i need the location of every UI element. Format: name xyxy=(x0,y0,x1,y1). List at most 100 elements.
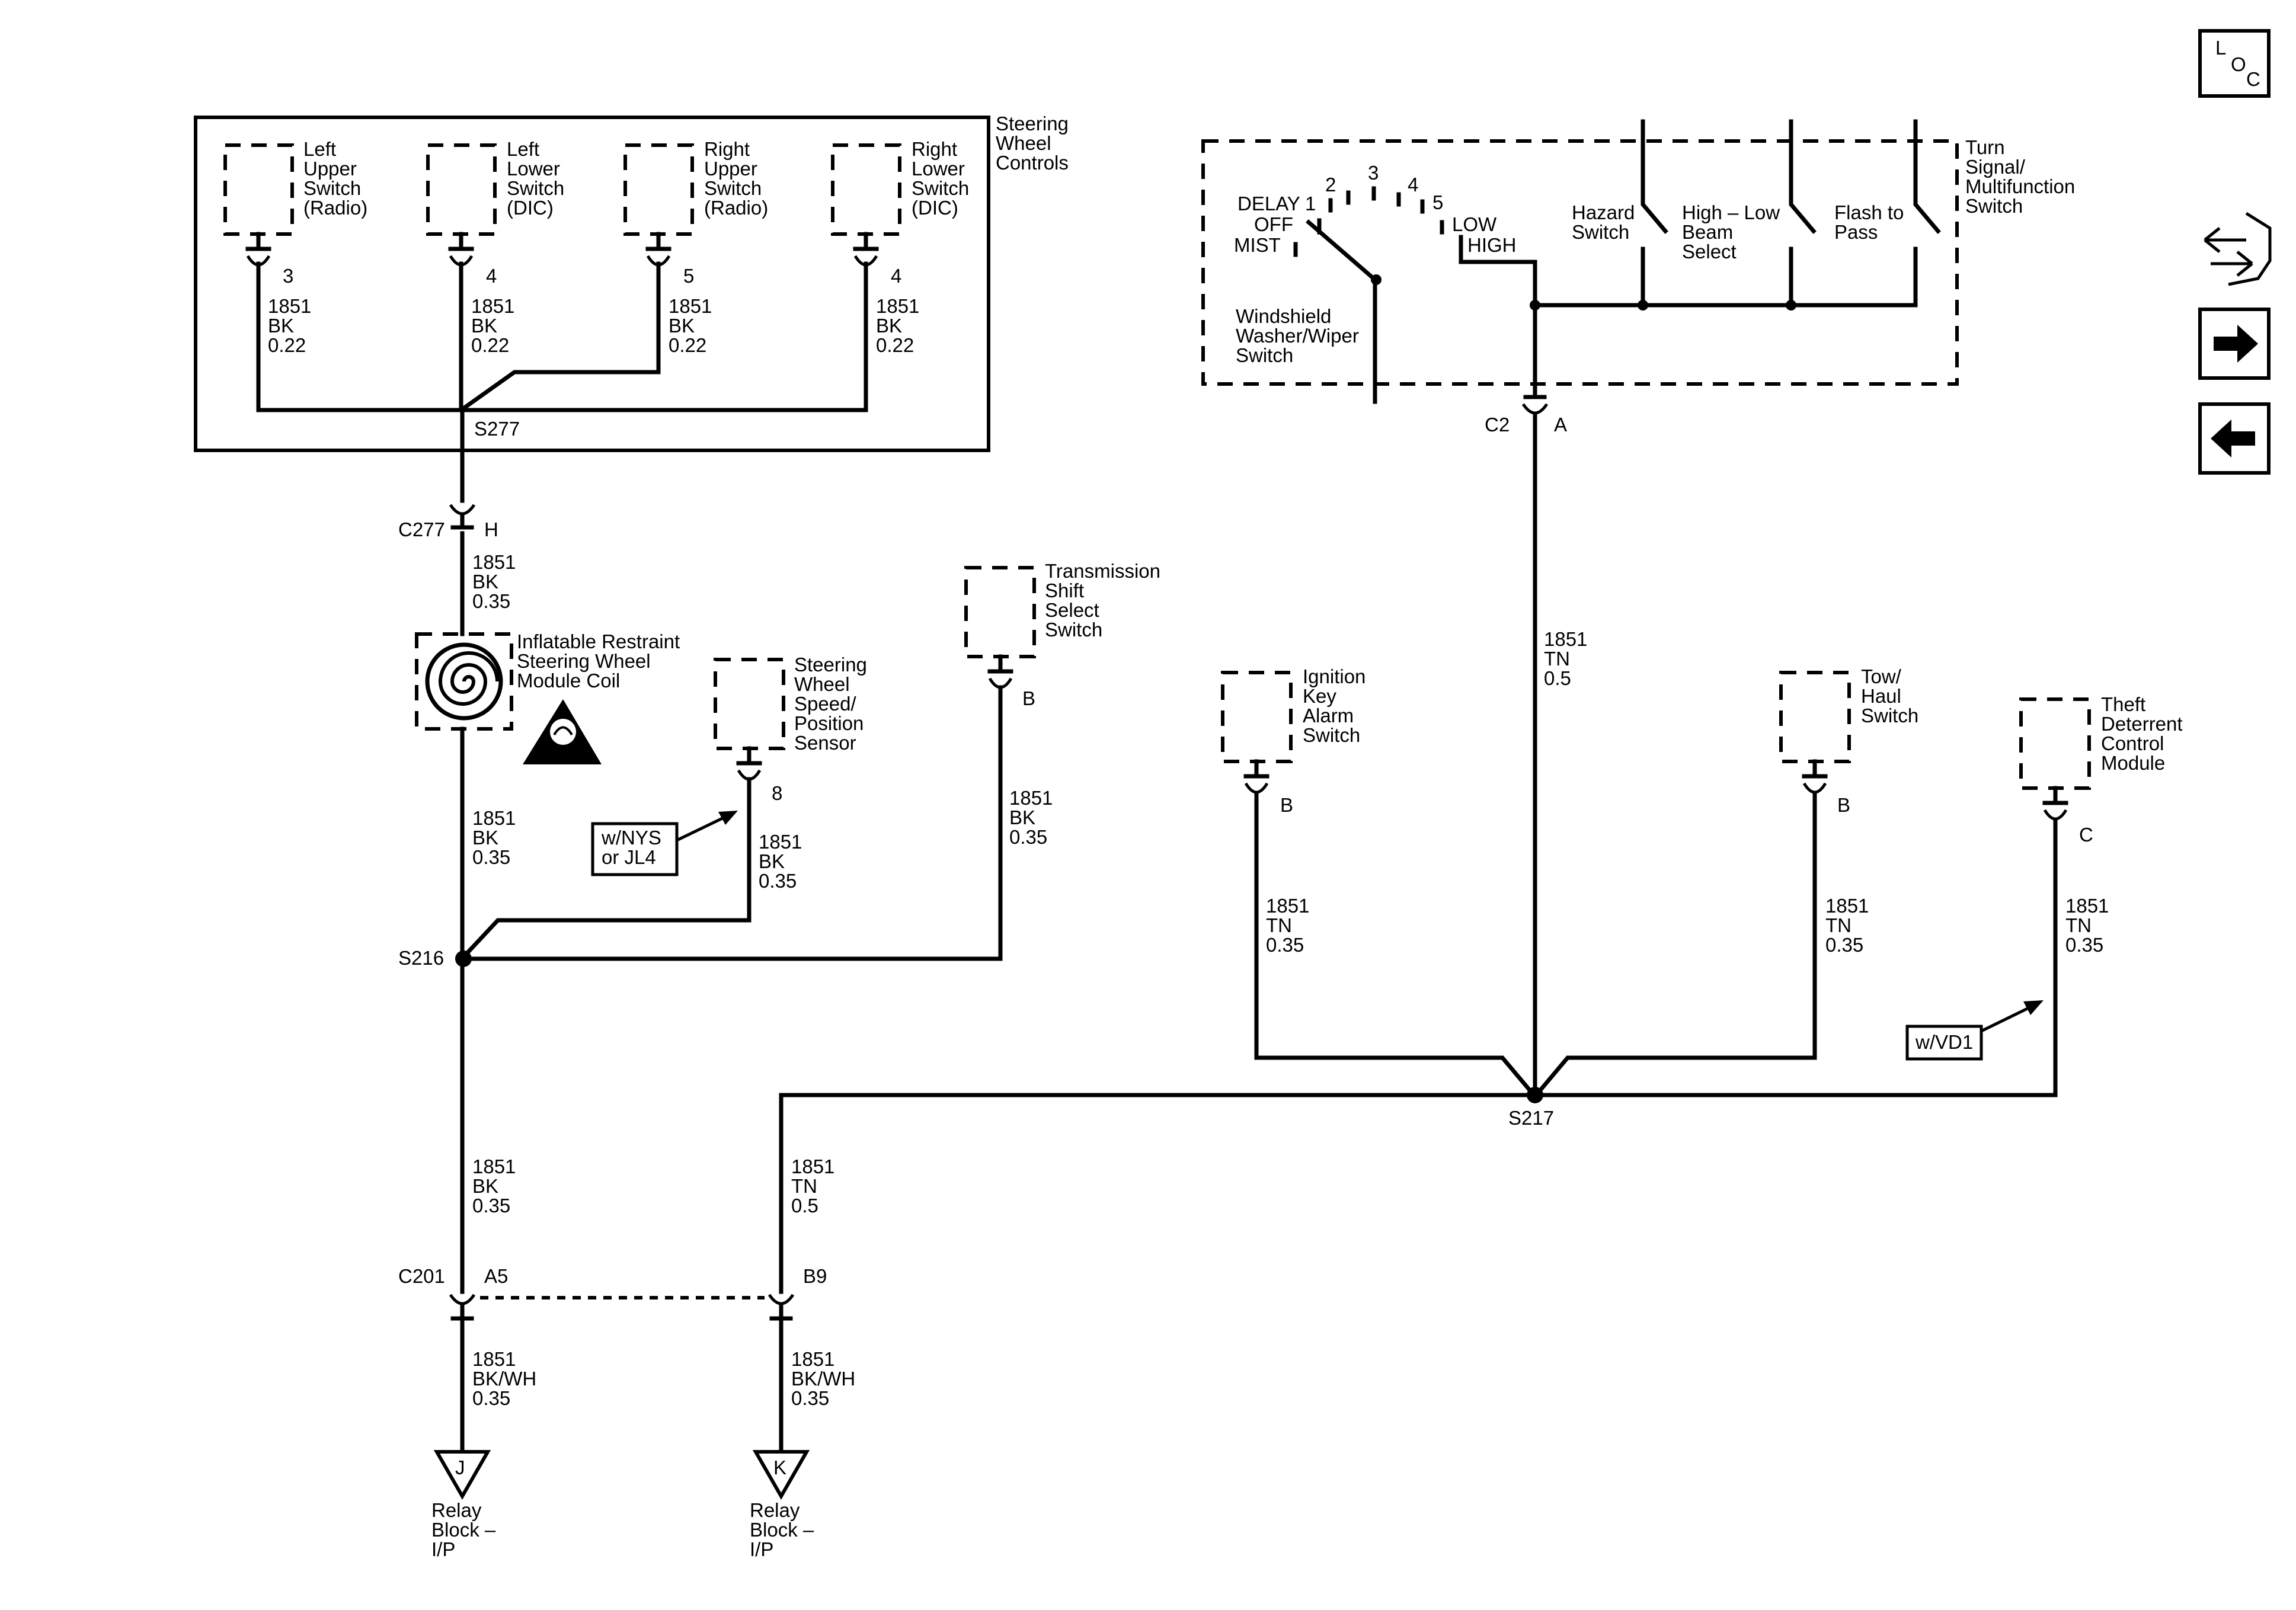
pin-label: B xyxy=(1022,687,1035,709)
coil-label: Inflatable Restraint Steering Wheel Modu… xyxy=(517,630,680,692)
pin-label: A xyxy=(1554,414,1567,436)
svg-text:Switch: Switch xyxy=(1572,221,1629,243)
svg-text:1851: 1851 xyxy=(1825,895,1869,917)
theft-deterrent-module xyxy=(2019,697,2091,821)
svg-text:Left: Left xyxy=(507,138,539,160)
svg-text:BK: BK xyxy=(759,850,785,872)
svg-text:(DIC): (DIC) xyxy=(912,197,958,219)
hazard-switch xyxy=(1638,119,1668,311)
svg-text:0.35: 0.35 xyxy=(1009,826,1047,848)
transmission-shift-switch xyxy=(964,566,1036,658)
svg-text:Module: Module xyxy=(2101,752,2165,774)
svg-text:4: 4 xyxy=(1408,174,1418,196)
relay-block-j-label: Relay Block – I/P xyxy=(431,1499,496,1560)
svg-text:0.22: 0.22 xyxy=(268,334,306,356)
wire-label: 1851 BK 0.35 xyxy=(1009,787,1053,848)
connector-c2 xyxy=(1521,382,1549,415)
svg-text:1851: 1851 xyxy=(472,1156,516,1177)
connector-swap-icon[interactable] xyxy=(2204,212,2272,286)
connector xyxy=(736,746,762,781)
svg-text:K: K xyxy=(773,1457,786,1478)
wire-label: 1851 BK 0.35 xyxy=(472,1156,516,1217)
splice-s217 xyxy=(1527,1087,1543,1103)
svg-text:w/NYS: w/NYS xyxy=(601,827,661,849)
svg-text:0.22: 0.22 xyxy=(471,334,509,356)
svg-text:Block –: Block – xyxy=(431,1519,496,1541)
svg-text:Steering Wheel: Steering Wheel xyxy=(517,650,651,672)
svg-text:0.5: 0.5 xyxy=(791,1195,818,1217)
hazard-switch-label: Hazard Switch xyxy=(1572,201,1635,243)
connector-c277 xyxy=(449,504,476,530)
loc-letter-c: C xyxy=(2246,68,2260,90)
left-lower-switch: Left Lower Switch (DIC) xyxy=(426,138,564,236)
svg-text:(Radio): (Radio) xyxy=(303,197,367,219)
svg-text:Haul: Haul xyxy=(1861,685,1901,707)
svg-text:TN: TN xyxy=(791,1175,817,1197)
wire xyxy=(1254,792,1537,1098)
svg-text:0.35: 0.35 xyxy=(472,846,510,868)
svg-text:or JL4: or JL4 xyxy=(602,846,656,868)
loc-button[interactable]: L O C xyxy=(2198,29,2271,98)
relay-block-k-terminal: K xyxy=(752,1450,810,1500)
steering-wheel-controls-title: Steering Wheel Controls xyxy=(996,113,1069,174)
wire xyxy=(460,685,1003,961)
svg-text:w/VD1: w/VD1 xyxy=(1915,1031,1973,1053)
wire-label: 1851 BK/WH 0.35 xyxy=(791,1348,855,1409)
wire-label: 1851 BK 0.22 xyxy=(268,295,311,356)
prev-page-button[interactable] xyxy=(2198,402,2271,475)
ignition-switch-label: Ignition Key Alarm Switch xyxy=(1303,665,1366,746)
svg-text:Switch: Switch xyxy=(1303,724,1360,746)
svg-text:BK: BK xyxy=(876,315,902,337)
svg-text:(Radio): (Radio) xyxy=(704,197,768,219)
splice-s216 xyxy=(455,950,472,967)
svg-text:1851: 1851 xyxy=(876,295,919,317)
high-low-beam-switch xyxy=(1786,119,1817,311)
svg-text:Switch: Switch xyxy=(507,177,564,199)
next-page-button[interactable] xyxy=(2198,308,2271,380)
arrow-right-icon xyxy=(2214,325,2258,363)
relay-block-k-label: Relay Block – I/P xyxy=(750,1499,814,1560)
svg-text:Switch: Switch xyxy=(303,177,361,199)
connector xyxy=(987,654,1013,689)
splice-s277-label: S277 xyxy=(474,418,520,440)
module-coil xyxy=(415,632,513,731)
connector-c201 xyxy=(449,1294,795,1321)
svg-text:1851: 1851 xyxy=(759,831,802,853)
ignition-key-alarm-switch xyxy=(1221,671,1293,794)
wire-label: 1851 TN 0.5 xyxy=(791,1156,834,1217)
loc-letter-l: L xyxy=(2215,37,2226,59)
tow-haul-label: Tow/ Haul Switch xyxy=(1861,665,1918,726)
svg-text:BK/WH: BK/WH xyxy=(791,1368,855,1390)
svg-text:Position: Position xyxy=(794,712,864,734)
pin-label: H xyxy=(484,518,498,540)
svg-text:Washer/Wiper: Washer/Wiper xyxy=(1236,325,1359,347)
wire-label: 1851 BK 0.22 xyxy=(669,295,712,356)
connector-c2-label: C2 xyxy=(1485,414,1510,436)
option-label-vd1: w/VD1 xyxy=(1905,1000,2044,1061)
svg-text:Transmission: Transmission xyxy=(1045,560,1160,582)
svg-text:Switch: Switch xyxy=(704,177,762,199)
svg-text:1851: 1851 xyxy=(268,295,311,317)
pin-label: B xyxy=(1280,794,1293,816)
svg-text:Key: Key xyxy=(1303,685,1336,707)
svg-text:Theft: Theft xyxy=(2101,693,2145,715)
pin-label: 8 xyxy=(772,782,782,804)
svg-text:TN: TN xyxy=(1544,648,1570,670)
svg-text:Shift: Shift xyxy=(1045,580,1084,601)
svg-text:1851: 1851 xyxy=(471,295,514,317)
svg-text:Wheel: Wheel xyxy=(794,673,850,695)
pin-label: 4 xyxy=(486,265,497,287)
junction-dot xyxy=(1530,300,1540,311)
svg-text:BK: BK xyxy=(669,315,695,337)
svg-text:Windshield: Windshield xyxy=(1236,305,1331,327)
tow-haul-switch xyxy=(1779,671,1851,794)
svg-text:0.35: 0.35 xyxy=(791,1387,829,1409)
svg-text:DELAY: DELAY xyxy=(1237,193,1300,215)
airbag-warning-icon xyxy=(523,699,602,764)
steering-sensor-label: Steering Wheel Speed/ Position Sensor xyxy=(794,654,867,754)
pin-label: 4 xyxy=(891,265,901,287)
pin-label: C xyxy=(2079,824,2093,846)
switch-connectors xyxy=(245,232,879,267)
svg-text:Switch: Switch xyxy=(1861,705,1918,726)
